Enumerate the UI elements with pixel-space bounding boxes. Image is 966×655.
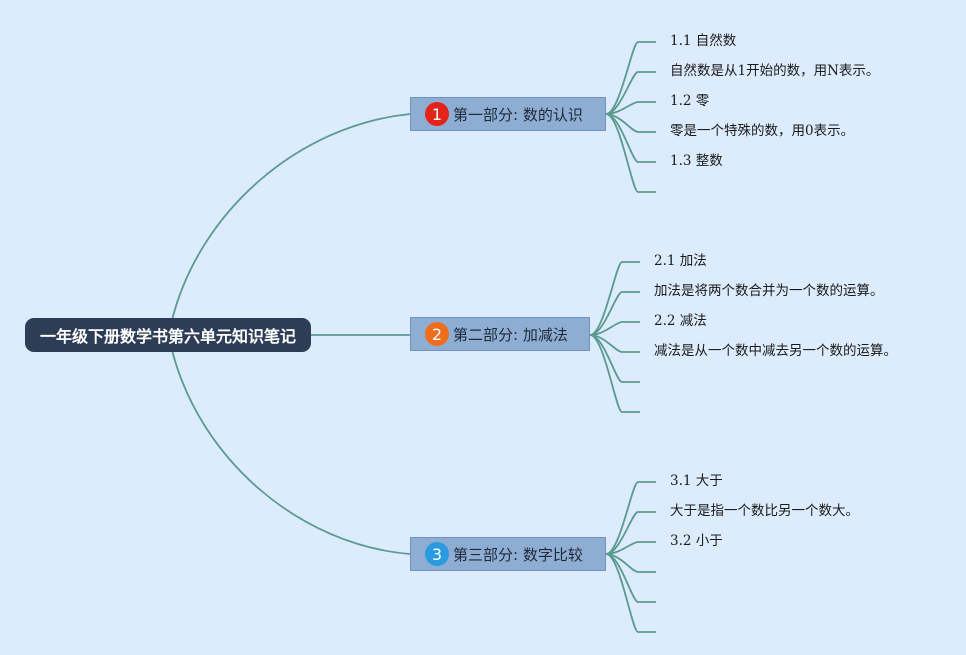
leaf-topic[interactable]: 1.3 整数 — [670, 153, 723, 169]
leaf-topic[interactable]: 2.1 加法 — [654, 253, 707, 269]
branch-topic-3[interactable]: 3 第三部分: 数字比较 — [410, 537, 606, 571]
connector-branch-2-leaf-1 — [589, 261, 640, 336]
leaf-topic[interactable]: 减法是从一个数中减去另一个数的运算。 — [654, 343, 897, 359]
connector-branch-3-leaf-3 — [605, 541, 656, 555]
number-badge-icon: 2 — [425, 322, 449, 346]
branch-label: 第一部分: 数的认识 — [453, 105, 583, 124]
leaf-topic[interactable]: 2.2 减法 — [654, 313, 707, 329]
root-topic[interactable]: 一年级下册数学书第六单元知识笔记 — [25, 318, 311, 352]
leaf-topic[interactable]: 3.2 小于 — [670, 533, 723, 549]
connector-branch-2-leaf-2 — [589, 291, 640, 336]
connector-branch-2-leaf-3 — [589, 321, 640, 336]
connector-branch-1-leaf-3 — [605, 101, 656, 115]
branch-topic-1[interactable]: 1 第一部分: 数的认识 — [410, 97, 606, 131]
connector-branch-3-leaf-2 — [605, 511, 656, 555]
branch-label: 第二部分: 加减法 — [453, 325, 568, 344]
leaf-topic[interactable]: 大于是指一个数比另一个数大。 — [670, 503, 859, 519]
connector-branch-1-leaf-2 — [605, 71, 656, 115]
connector-root-branch-3 — [171, 349, 411, 555]
leaf-topic[interactable]: 1.2 零 — [670, 93, 710, 109]
branch-label: 第三部分: 数字比较 — [453, 545, 583, 564]
connector-branch-3-leaf-6 — [605, 553, 656, 633]
connector-branch-3-leaf-1 — [605, 481, 656, 555]
leaf-topic[interactable]: 1.1 自然数 — [670, 33, 737, 49]
connector-branch-1-leaf-6 — [605, 113, 656, 193]
branch-topic-2[interactable]: 2 第二部分: 加减法 — [410, 317, 590, 351]
leaf-topic[interactable]: 自然数是从1开始的数，用N表示。 — [670, 63, 880, 79]
number-badge-icon: 3 — [425, 542, 449, 566]
connector-root-branch-1 — [171, 113, 411, 321]
number-badge-icon: 1 — [425, 102, 449, 126]
leaf-topic[interactable]: 3.1 大于 — [670, 473, 723, 489]
connector-branch-2-leaf-6 — [589, 334, 640, 413]
connector-branch-1-leaf-1 — [605, 41, 656, 115]
leaf-topic[interactable]: 零是一个特殊的数，用0表示。 — [670, 123, 855, 139]
root-topic-label: 一年级下册数学书第六单元知识笔记 — [39, 327, 296, 346]
connector-branch-1-leaf-4 — [605, 113, 656, 133]
leaf-topic[interactable]: 加法是将两个数合并为一个数的运算。 — [654, 283, 884, 299]
connector-branch-3-leaf-4 — [605, 553, 656, 573]
